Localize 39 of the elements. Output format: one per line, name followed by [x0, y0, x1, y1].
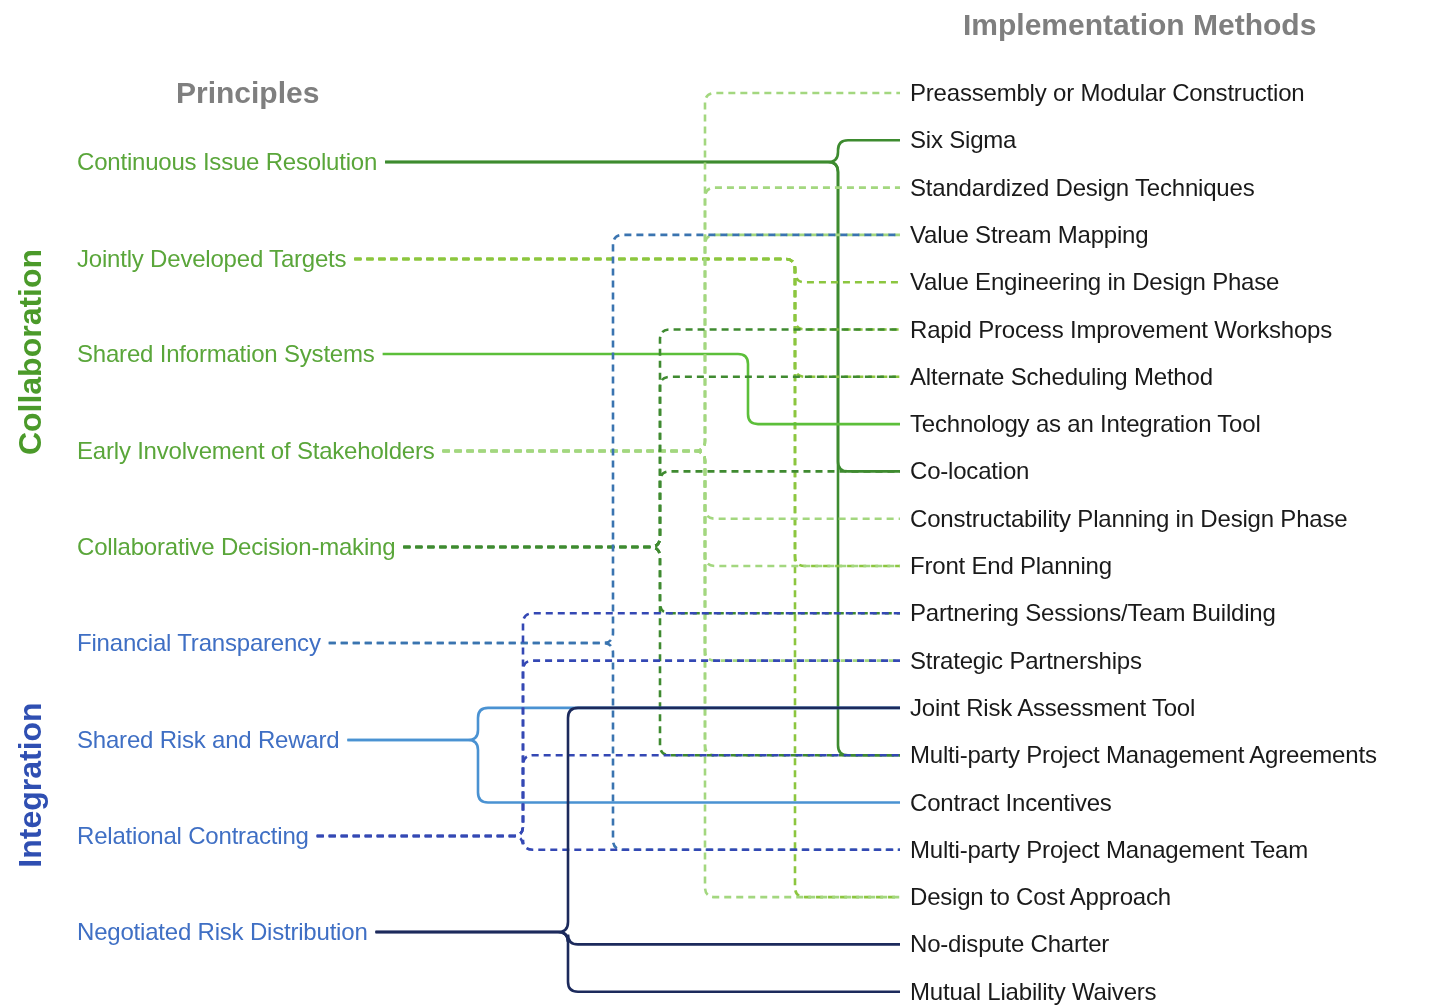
principle-label: Jointly Developed Targets [77, 244, 347, 274]
principle-label: Negotiated Risk Distribution [77, 917, 368, 947]
method-label: Rapid Process Improvement Workshops [910, 314, 1333, 345]
group-label: Collaboration [11, 248, 49, 456]
principle-label: Relational Contracting [77, 821, 309, 851]
connector-line [403, 545, 900, 757]
method-label: Partnering Sessions/Team Building [910, 598, 1276, 629]
method-label: Design to Cost Approach [910, 882, 1171, 913]
column-heading: Implementation Methods [963, 8, 1317, 42]
method-label: Mutual Liability Waivers [910, 976, 1157, 1007]
method-label: Constructability Planning in Design Phase [910, 503, 1348, 534]
method-label: Technology as an Integration Tool [910, 409, 1261, 440]
method-label: Value Stream Mapping [910, 219, 1149, 250]
principle-label: Shared Information Systems [77, 339, 375, 369]
method-label: Strategic Partnerships [910, 645, 1142, 676]
method-label: No-dispute Charter [910, 929, 1110, 960]
method-label: Joint Risk Assessment Tool [910, 692, 1196, 723]
method-label: Six Sigma [910, 125, 1017, 156]
method-label: Contract Incentives [910, 787, 1112, 818]
column-heading: Principles [176, 76, 320, 110]
principle-label: Continuous Issue Resolution [77, 147, 378, 177]
connector-line [316, 834, 900, 852]
connector-line [382, 352, 900, 426]
method-label: Value Engineering in Design Phase [910, 267, 1280, 298]
principle-label: Financial Transparency [77, 628, 321, 658]
connector-line [375, 930, 900, 993]
connector-line [347, 738, 900, 804]
method-label: Co-location [910, 456, 1030, 487]
method-label: Preassembly or Modular Construction [910, 78, 1305, 108]
method-label: Standardized Design Techniques [910, 172, 1255, 203]
principle-label: Early Involvement of Stakeholders [77, 436, 435, 466]
method-label: Multi-party Project Management Agreements [910, 740, 1377, 771]
method-label: Multi-party Project Management Team [910, 834, 1309, 865]
principle-label: Shared Risk and Reward [77, 725, 340, 755]
method-label: Alternate Scheduling Method [910, 361, 1213, 392]
connector-line [442, 449, 900, 899]
method-label: Front End Planning [910, 551, 1112, 581]
group-label: Integration [11, 702, 49, 868]
principle-label: Collaborative Decision-making [77, 532, 396, 562]
